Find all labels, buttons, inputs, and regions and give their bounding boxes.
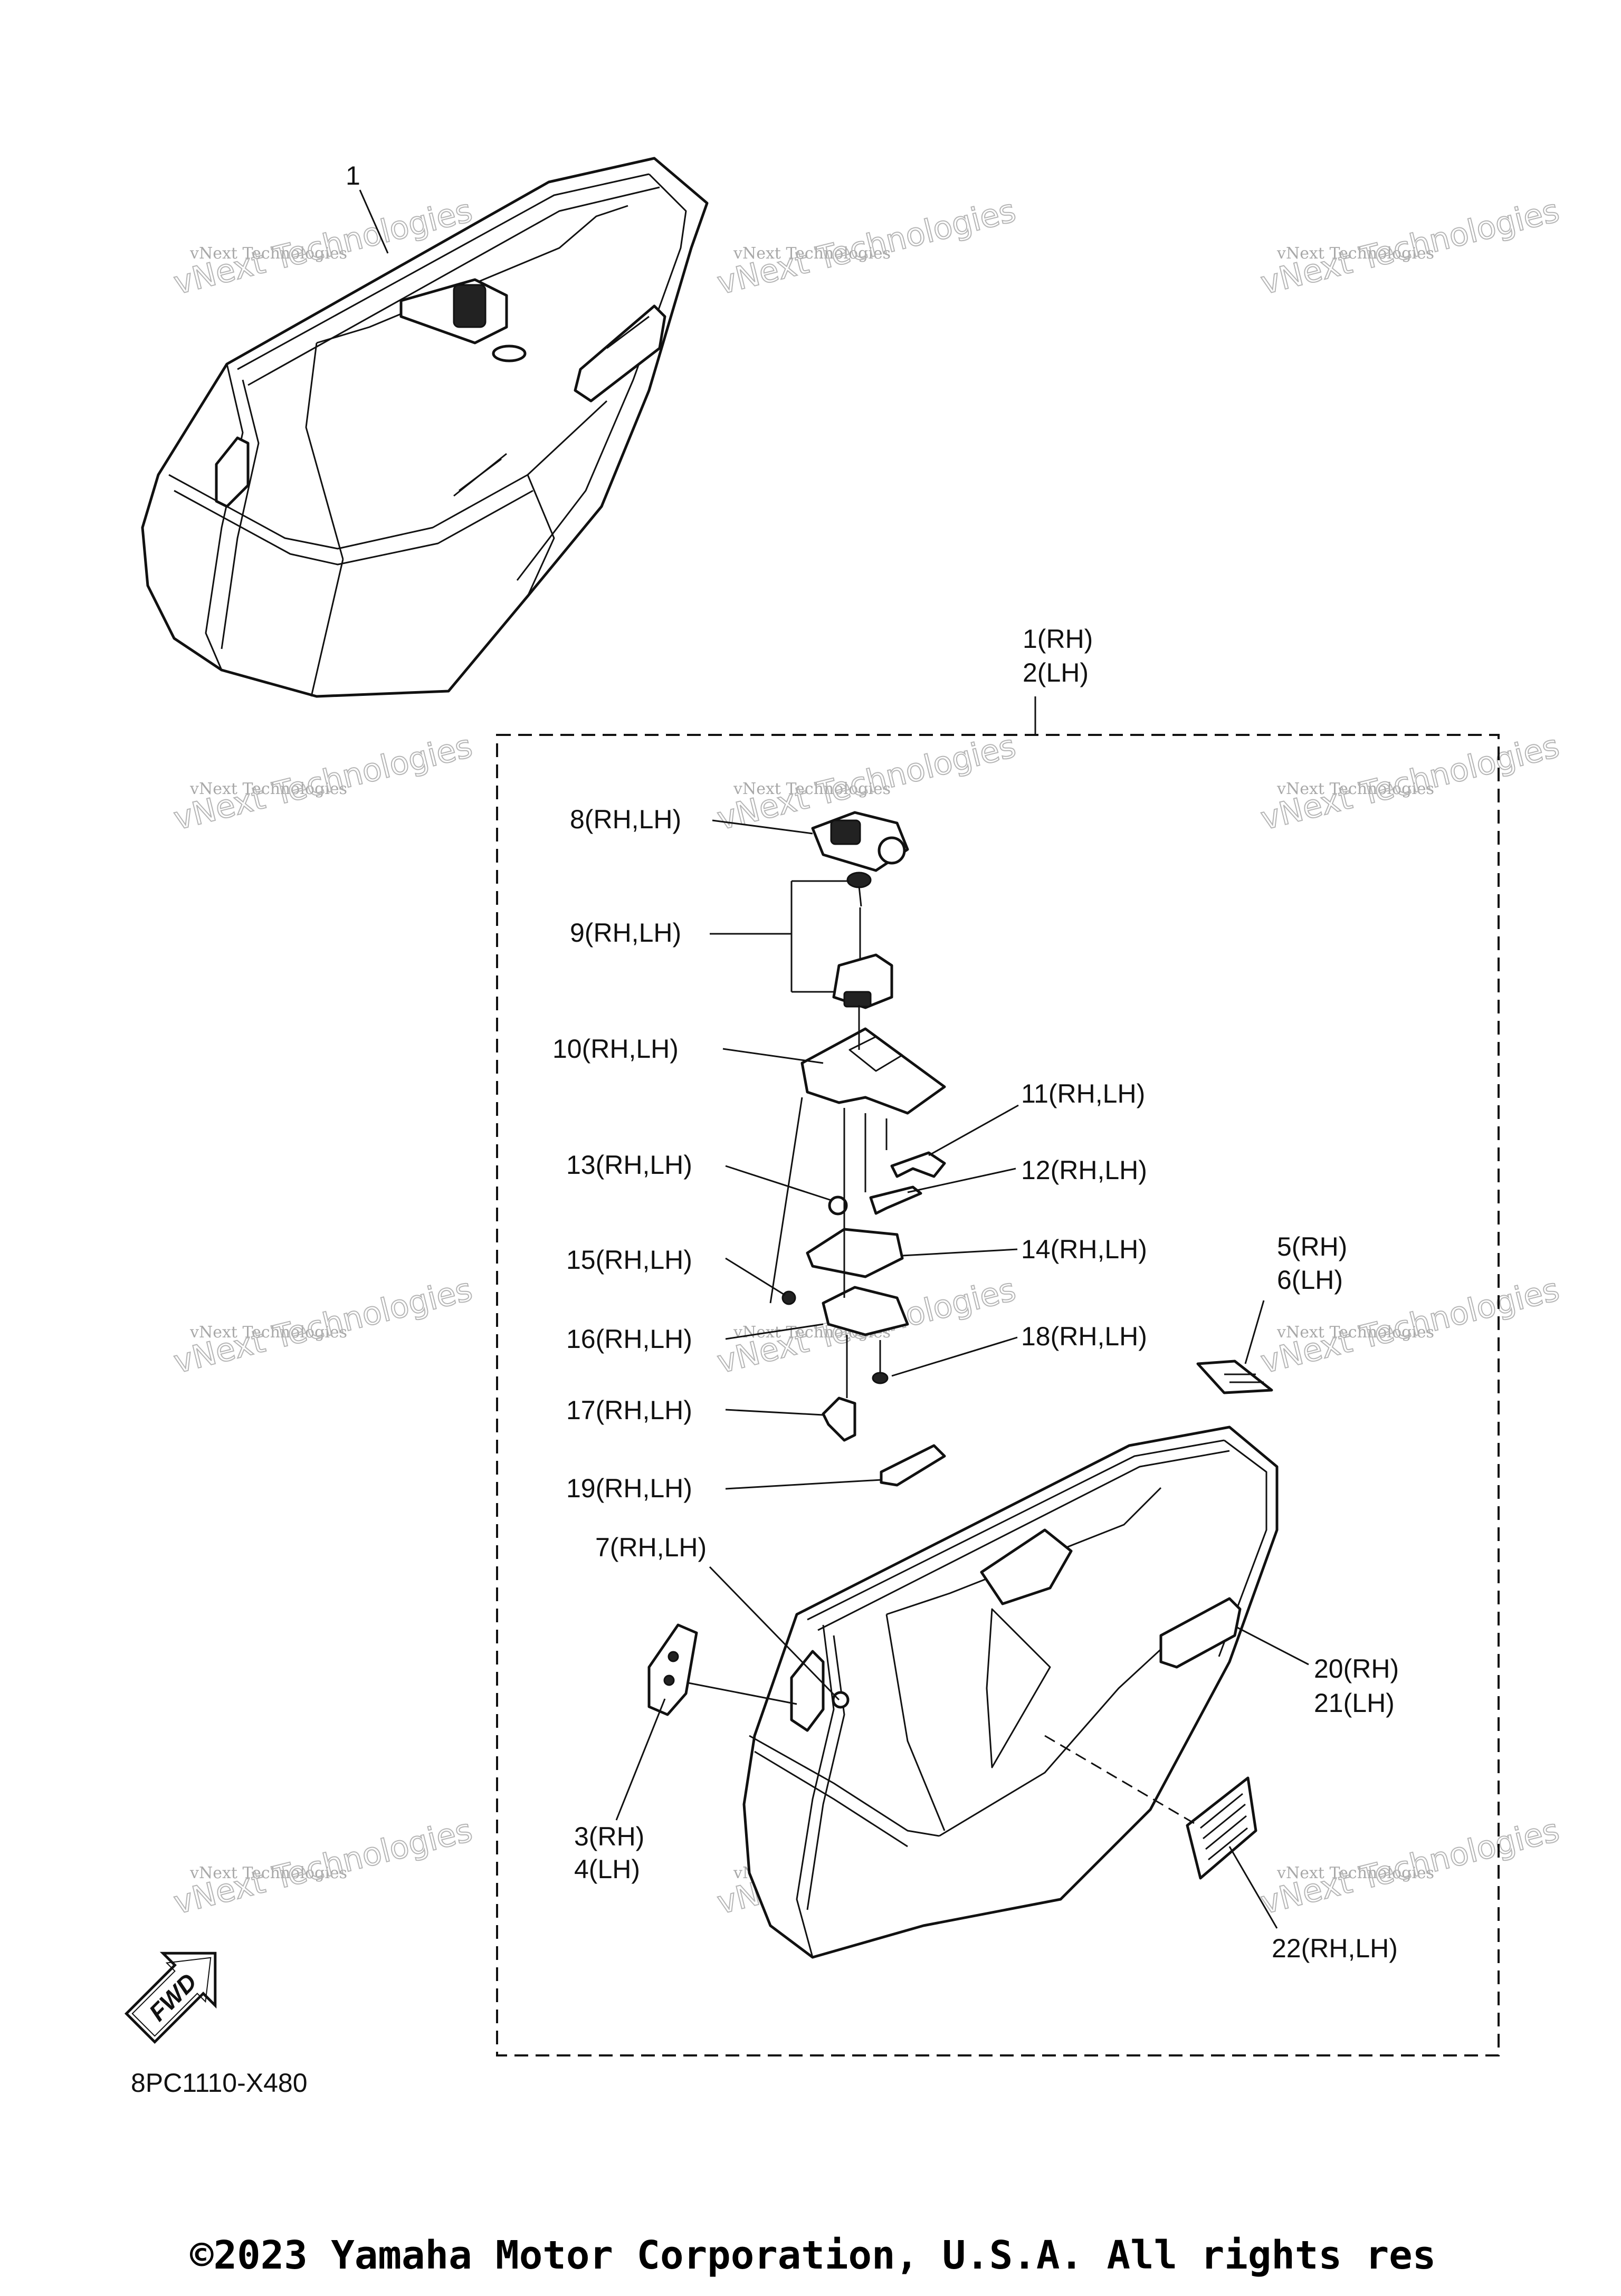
part-11-clip [890, 1151, 946, 1178]
callout-1-rh: 1(RH) [1023, 624, 1093, 654]
part-13-spring [828, 1195, 848, 1216]
callout-9: 9(RH,LH) [570, 918, 681, 948]
svg-text:vNext Technologies: vNext Technologies [1276, 1864, 1434, 1882]
copyright-footer: ©2023 Yamaha Motor Corporation, U.S.A. A… [190, 2233, 1436, 2278]
callout-12: 12(RH,LH) [1021, 1155, 1147, 1185]
callout-14: 14(RH,LH) [1021, 1235, 1147, 1264]
part-17-hook [822, 1335, 856, 1442]
callout-4-lh: 4(LH) [574, 1854, 640, 1884]
callout-3-rh: 3(RH) [574, 1822, 644, 1851]
callout-16: 16(RH,LH) [566, 1324, 692, 1354]
svg-text:vNext Technologies: vNext Technologies [733, 244, 891, 263]
part-22-label [1186, 1776, 1257, 1880]
fwd-arrow-icon: FWD [124, 1951, 217, 2044]
svg-text:vNext Technologies: vNext Technologies [189, 780, 347, 798]
part-10-base-plate [800, 1005, 946, 1115]
part-18-bolt [872, 1340, 889, 1384]
part-9-key-latch [832, 872, 893, 1009]
part-19-pad [880, 1444, 946, 1487]
svg-text:vNext Technologies: vNext Technologies [1276, 1323, 1434, 1342]
svg-text:vNext Technologies: vNext Technologies [189, 244, 347, 263]
callout-8: 8(RH,LH) [570, 805, 681, 834]
callout-1-top: 1 [346, 161, 360, 190]
svg-text:vNext Technologies: vNext Technologies [189, 1864, 347, 1882]
callout-7: 7(RH,LH) [595, 1533, 707, 1562]
saddlebag-lower [742, 1426, 1279, 1959]
callout-6-lh: 6(LH) [1277, 1265, 1343, 1295]
callout-15: 15(RH,LH) [566, 1245, 692, 1275]
callout-20-rh: 20(RH) [1314, 1654, 1399, 1683]
callout-11: 11(RH,LH) [1021, 1079, 1145, 1108]
part-8-lock-cylinder [811, 811, 909, 872]
saddlebag-assembled-top [141, 157, 709, 698]
callout-21-lh: 21(LH) [1314, 1688, 1395, 1718]
diagram-code: 8PC1110-X480 [131, 2068, 308, 2098]
part-3-side-latch [647, 1623, 698, 1716]
svg-text:vNext Technologies: vNext Technologies [189, 1323, 347, 1342]
callout-18: 18(RH,LH) [1021, 1322, 1147, 1351]
part-16-plate [822, 1286, 909, 1336]
part-12-bracket [869, 1185, 922, 1215]
svg-text:vNext Technologies: vNext Technologies [1276, 780, 1434, 798]
alignment-lines [769, 1097, 888, 1304]
callout-5-rh: 5(RH) [1277, 1232, 1347, 1261]
part-5-emblem [1196, 1360, 1273, 1394]
callout-10: 10(RH,LH) [552, 1034, 679, 1064]
part-15-screw [781, 1290, 796, 1305]
callout-2-lh: 2(LH) [1023, 658, 1089, 687]
svg-text:vNext Technologies: vNext Technologies [733, 780, 891, 798]
svg-text:vNext Technologies: vNext Technologies [1276, 244, 1434, 263]
callout-19: 19(RH,LH) [566, 1474, 692, 1503]
leader-lines [615, 819, 1309, 1929]
part-14-latch-housing [806, 1228, 904, 1278]
callout-22: 22(RH,LH) [1272, 1934, 1398, 1963]
leader-1-top [359, 189, 389, 254]
callout-17: 17(RH,LH) [566, 1395, 692, 1425]
callout-13: 13(RH,LH) [566, 1150, 692, 1180]
